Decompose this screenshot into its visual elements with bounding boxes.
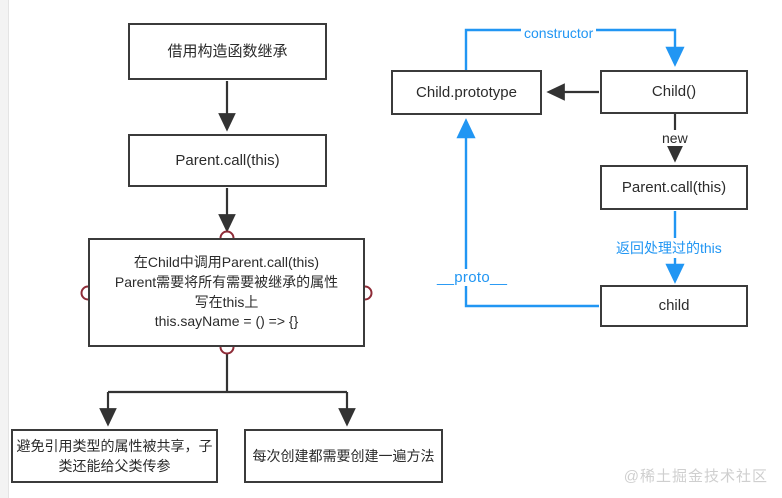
- node-inherit-title-label: 借用构造函数继承: [167, 42, 288, 60]
- node-usage-note[interactable]: 在Child中调用Parent.call(this) Parent需要将所有需要…: [88, 238, 365, 347]
- node-child-constructor-label: Child(): [651, 83, 697, 101]
- node-outcome-drawback[interactable]: 每次创建都需要创建一遍方法: [244, 429, 443, 483]
- node-outcome-advantage[interactable]: 避免引用类型的属性被共享，子类还能给父类传参: [11, 429, 218, 483]
- node-child-constructor[interactable]: Child(): [600, 70, 748, 114]
- node-parent-call-right-label: Parent.call(this): [621, 178, 727, 196]
- node-parent-call-right[interactable]: Parent.call(this): [600, 165, 748, 210]
- node-child-prototype-label: Child.prototype: [416, 83, 517, 101]
- edge-label-return-this: 返回处理过的this: [613, 238, 725, 258]
- node-outcome-advantage-label: 避免引用类型的属性被共享，子类还能给父类传参: [16, 437, 213, 474]
- edge-label-new: new: [659, 130, 691, 146]
- node-child-instance[interactable]: child: [600, 285, 748, 327]
- watermark: @稀土掘金技术社区: [623, 468, 768, 485]
- edge-label-proto: __proto__: [434, 269, 511, 286]
- node-outcome-drawback-label: 每次创建都需要创建一遍方法: [252, 447, 435, 464]
- left-edge-strip: [0, 0, 9, 498]
- node-usage-note-label: 在Child中调用Parent.call(this) Parent需要将所有需要…: [114, 253, 339, 330]
- node-parent-call-left-label: Parent.call(this): [175, 151, 280, 169]
- node-inherit-title[interactable]: 借用构造函数继承: [128, 23, 327, 80]
- node-parent-call-left[interactable]: Parent.call(this): [128, 134, 327, 187]
- edge-label-constructor: constructor: [521, 25, 597, 41]
- node-child-instance-label: child: [658, 297, 690, 315]
- connector-note-to-outcomes: [99, 348, 356, 427]
- node-child-prototype[interactable]: Child.prototype: [391, 70, 542, 115]
